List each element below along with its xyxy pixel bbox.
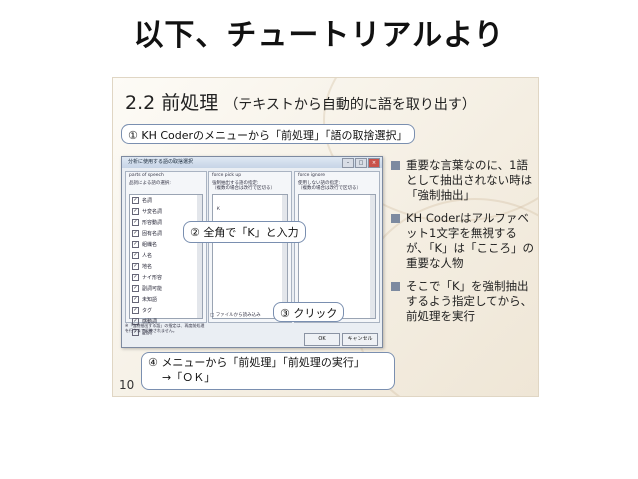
ok-button[interactable]: OK [304, 333, 340, 346]
pos-panel: parts of speech 品詞による語の選択: ✓名詞✓サ変名詞✓形容動詞… [125, 171, 207, 336]
window-controls: – □ × [342, 158, 380, 168]
pos-checkbox-item[interactable]: ✓固有名詞 [130, 228, 202, 239]
checkbox-icon: ✓ [132, 274, 139, 281]
square-bullet-icon [391, 161, 400, 170]
pos-label: 人名 [142, 253, 153, 259]
pos-checkbox-item[interactable]: ✓人名 [130, 250, 202, 261]
pos-checkbox-item[interactable]: ✓ナイ形容 [130, 272, 202, 283]
pos-checkbox-item[interactable]: ✓形容動詞 [130, 217, 202, 228]
slide-heading-main: 2.2 前処理 [125, 92, 219, 114]
pos-label: ナイ形容 [142, 275, 163, 281]
word-selection-dialog: 分析に使用する語の取捨選択 – □ × parts of speech 品詞によ… [121, 156, 383, 348]
checkbox-icon: ✓ [132, 329, 139, 336]
square-bullet-icon [391, 214, 400, 223]
checkbox-icon: ✓ [132, 285, 139, 292]
page-number: 10 [119, 378, 135, 392]
bullet-text: KH Coderはアルファベット1文字を無視するが、「K」は「こころ」の重要な人… [406, 211, 535, 270]
checkbox-icon: ✓ [132, 263, 139, 270]
callout-step3: ③ クリック [273, 302, 345, 322]
pos-checkbox-item[interactable]: ✓地名 [130, 261, 202, 272]
pos-label: 副詞可能 [142, 286, 163, 292]
pos-checkbox-item[interactable]: ✓副詞 [130, 327, 202, 338]
force-ignore-scrollbar[interactable] [370, 195, 375, 318]
force-pickup-textarea[interactable]: Ｋ [212, 194, 288, 319]
force-ignore-hint: （複数の場合は改行で区切る） [298, 186, 361, 191]
checkbox-icon: ✓ [132, 252, 139, 259]
dialog-title: 分析に使用する語の取捨選択 [128, 159, 194, 165]
pos-label: 地名 [142, 264, 153, 270]
dialog-titlebar: 分析に使用する語の取捨選択 – □ × [122, 157, 382, 168]
pos-checkbox-item[interactable]: ✓タグ [130, 305, 202, 316]
checkbox-icon: ✓ [132, 318, 139, 325]
pos-checkbox-item[interactable]: ✓サ変名詞 [130, 206, 202, 217]
pos-panel-label: 品詞による語の選択: [129, 181, 171, 186]
pos-checkbox-item[interactable]: ✓未知語 [130, 294, 202, 305]
dialog-note: ※「強制抽出する語」の指定は、再度前処理を行うまで反映されません。 [125, 323, 205, 333]
page-title: 以下、チュートリアルより [133, 18, 505, 53]
bullet-item: KH Coderはアルファベット1文字を無視するが、「K」は「こころ」の重要な人… [391, 211, 536, 271]
checkbox-icon: ✓ [132, 230, 139, 237]
pos-list[interactable]: ✓名詞✓サ変名詞✓形容動詞✓固有名詞✓組織名✓人名✓地名✓ナイ形容✓副詞可能✓未… [129, 194, 203, 336]
force-ignore-textarea[interactable] [298, 194, 376, 319]
checkbox-icon: ✓ [132, 296, 139, 303]
pos-label: サ変名詞 [142, 209, 163, 215]
file-checkbox-label: ファイルから読み込み [215, 313, 261, 318]
force-ignore-header: force ignore [298, 173, 325, 178]
checkbox-icon: ✓ [132, 241, 139, 248]
force-ignore-panel: force ignore 使用しない語の指定: （複数の場合は改行で区切る） [294, 171, 380, 323]
pos-label: 組織名 [142, 242, 158, 248]
pos-checkbox-item[interactable]: ✓組織名 [130, 239, 202, 250]
pos-checkbox-item[interactable]: ✓感動詞 [130, 316, 202, 327]
callout-step1: ① KH Coderのメニューから「前処理」「語の取捨選択」 [121, 124, 415, 144]
pos-label: 未知語 [142, 297, 158, 303]
bullet-list: 重要な言葉なのに、1語として抽出されない時は「強制抽出」 KH Coderはアルフ… [391, 158, 536, 332]
pos-label: 固有名詞 [142, 231, 163, 237]
force-ignore-label: 使用しない語の指定: [298, 181, 341, 186]
pos-label: 形容動詞 [142, 220, 163, 226]
checkbox-icon: □ [210, 313, 216, 318]
pos-checkbox-item[interactable]: ✓名詞 [130, 195, 202, 206]
pos-checkbox-item[interactable]: ✓副詞可能 [130, 283, 202, 294]
force-pickup-scrollbar[interactable] [282, 195, 287, 318]
bullet-text: そこで「K」を強制抽出するよう指定してから、前処理を実行 [406, 279, 533, 323]
pos-label: 感動詞 [142, 319, 158, 325]
pos-label: タグ [142, 308, 153, 314]
callout-step2: ② 全角で「K」と入力 [183, 221, 306, 243]
slide-heading-sub: （テキストから自動的に語を取り出す） [224, 97, 476, 113]
bullet-text: 重要な言葉なのに、1語として抽出されない時は「強制抽出」 [406, 158, 533, 202]
maximize-icon[interactable]: □ [355, 158, 367, 168]
pos-label: 副詞 [142, 330, 153, 336]
checkbox-icon: ✓ [132, 219, 139, 226]
force-pickup-panel: force pick up 強制抽出する語の指定: （複数の場合は改行で区切る）… [208, 171, 292, 323]
slide-image: 2.2 前処理 （テキストから自動的に語を取り出す） ① KH Coderのメニ… [112, 77, 539, 397]
minimize-icon[interactable]: – [342, 158, 354, 168]
pos-label: 名詞 [142, 198, 153, 204]
callout-step4: ④ メニューから「前処理」「前処理の実行」 →「ＯＫ」 [141, 352, 395, 390]
checkbox-icon: ✓ [132, 307, 139, 314]
slide-heading: 2.2 前処理 （テキストから自動的に語を取り出す） [125, 88, 476, 115]
checkbox-icon: ✓ [132, 208, 139, 215]
bullet-item: 重要な言葉なのに、1語として抽出されない時は「強制抽出」 [391, 158, 536, 203]
pos-panel-header: parts of speech [129, 173, 164, 178]
pos-list-scrollbar[interactable] [197, 195, 202, 318]
checkbox-icon: ✓ [132, 197, 139, 204]
force-pickup-header: force pick up [212, 173, 242, 178]
force-pickup-value: Ｋ [216, 207, 221, 212]
callout-step4-line1: ④ メニューから「前処理」「前処理の実行」 [148, 356, 365, 369]
close-icon[interactable]: × [368, 158, 380, 168]
force-pickup-label: 強制抽出する語の指定: [212, 181, 259, 186]
bullet-item: そこで「K」を強制抽出するよう指定してから、前処理を実行 [391, 279, 536, 324]
square-bullet-icon [391, 282, 400, 291]
force-pickup-hint: （複数の場合は改行で区切る） [212, 186, 275, 191]
file-checkbox[interactable]: □ ファイルから読み込み [210, 312, 261, 318]
callout-step4-line2: →「ＯＫ」 [162, 371, 216, 384]
cancel-button[interactable]: キャンセル [342, 333, 378, 346]
